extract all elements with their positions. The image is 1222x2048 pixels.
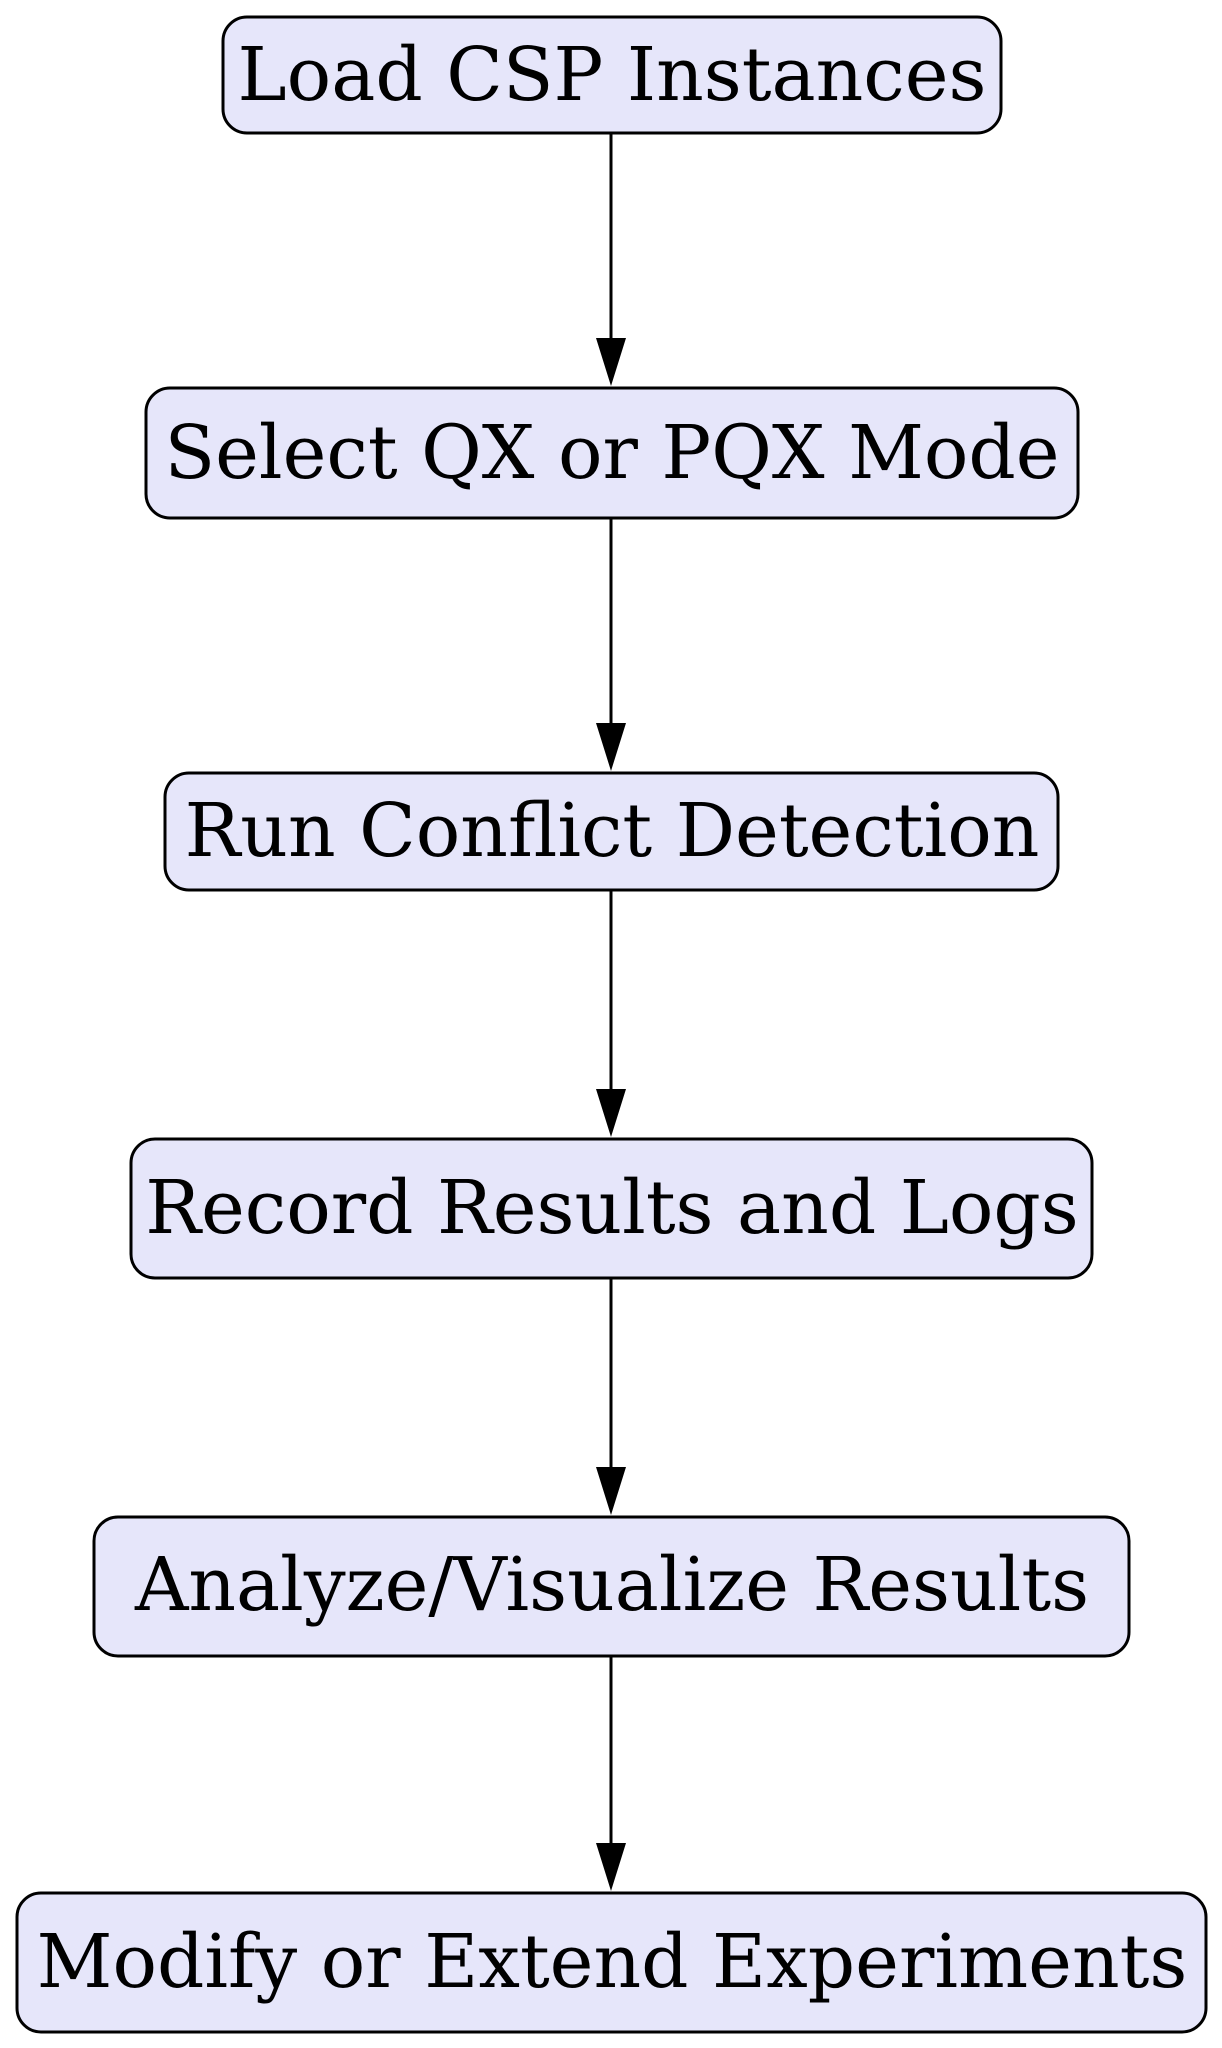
edge-record-to-analyze: [596, 1278, 626, 1515]
arrowhead-icon: [596, 1843, 626, 1891]
node-label: Run Conflict Detection: [185, 788, 1040, 874]
node-box: [129, 1137, 1094, 1280]
node-label: Modify or Extend Experiments: [37, 1919, 1188, 2005]
node-modify-extend: Modify or Extend Experiments: [15, 1891, 1208, 2034]
edge-load-to-select: [596, 133, 626, 386]
node-box: [92, 1515, 1131, 1658]
arrowhead-icon: [596, 338, 626, 386]
node-box: [144, 386, 1080, 520]
node-box: [163, 771, 1060, 892]
node-label: Load CSP Instances: [238, 32, 987, 118]
node-label: Record Results and Logs: [145, 1165, 1079, 1251]
node-analyze-visualize: Analyze/Visualize Results: [92, 1515, 1131, 1658]
arrowhead-icon: [596, 723, 626, 771]
node-record-results: Record Results and Logs: [129, 1137, 1094, 1280]
node-box: [15, 1891, 1208, 2034]
node-run-conflict-detection: Run Conflict Detection: [163, 771, 1060, 892]
node-label: Select QX or PQX Mode: [164, 410, 1059, 496]
arrowhead-icon: [596, 1089, 626, 1137]
node-box: [221, 15, 1003, 135]
node-select-mode: Select QX or PQX Mode: [144, 386, 1080, 520]
edge-select-to-run: [596, 518, 626, 771]
edge-run-to-record: [596, 890, 626, 1137]
edge-analyze-to-modify: [596, 1656, 626, 1891]
node-label: Analyze/Visualize Results: [134, 1542, 1089, 1628]
arrowhead-icon: [596, 1467, 626, 1515]
node-load-csp-instances: Load CSP Instances: [221, 15, 1003, 135]
